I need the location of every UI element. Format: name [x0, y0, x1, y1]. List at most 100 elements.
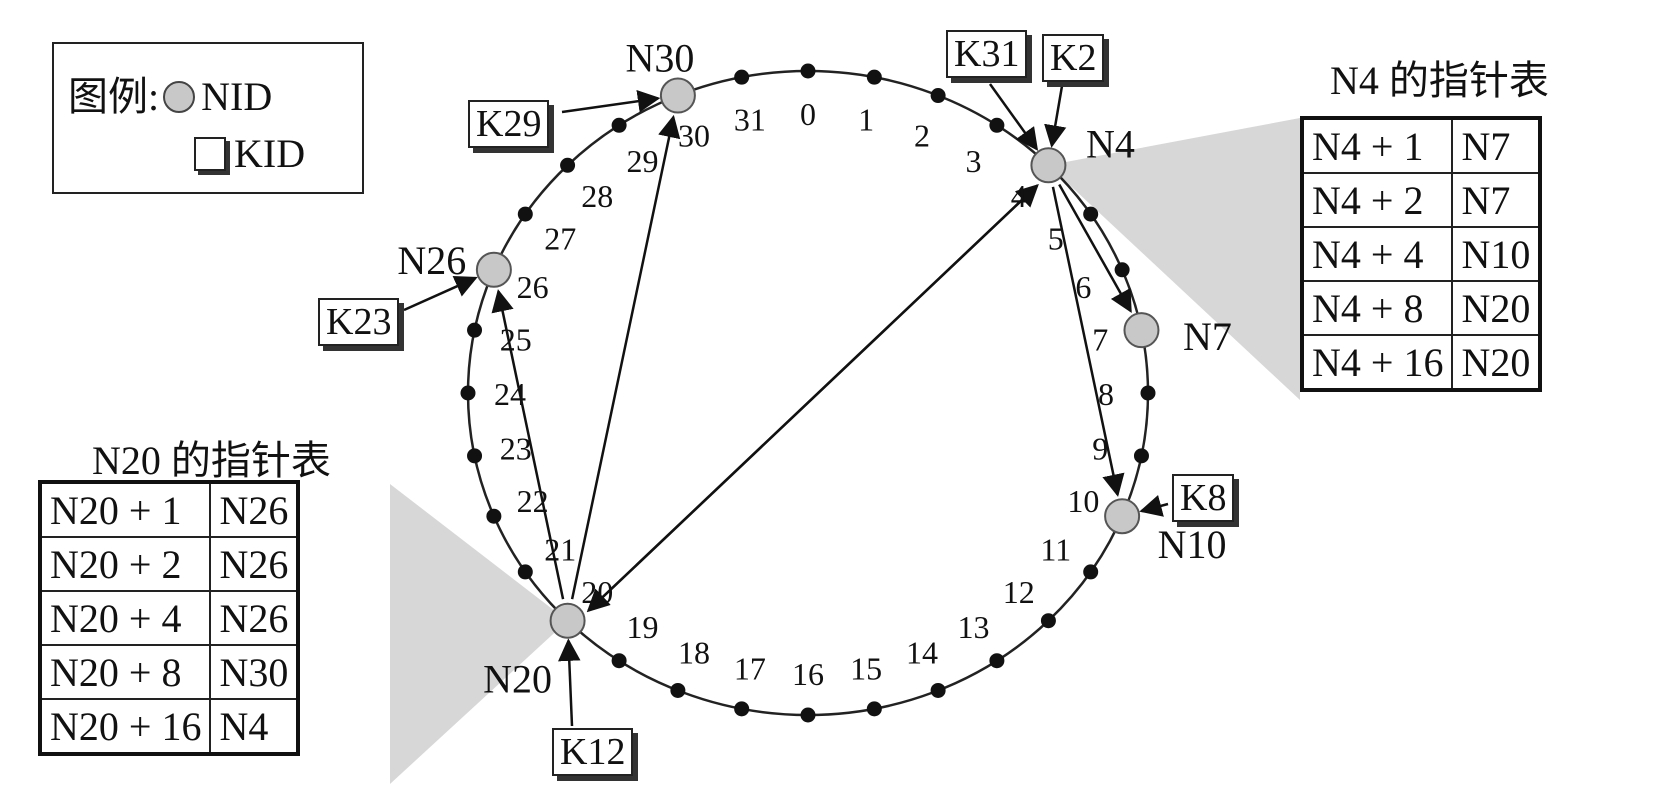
position-label-14: 14 — [906, 635, 938, 671]
position-label-4: 4 — [1011, 178, 1027, 214]
position-dot-22 — [486, 508, 502, 524]
ring-position-dots — [460, 63, 1156, 723]
position-label-15: 15 — [850, 651, 882, 687]
key-arrow-k8 — [1139, 494, 1169, 517]
position-label-10: 10 — [1067, 483, 1099, 519]
position-label-28: 28 — [581, 178, 613, 214]
position-label-5: 5 — [1048, 220, 1064, 256]
finger-arrow-n20-to-n26 — [491, 289, 565, 600]
key-legend-icon — [194, 137, 226, 171]
position-label-12: 12 — [1003, 574, 1035, 610]
finger-entry: N4 + 16 — [1300, 334, 1454, 391]
finger-successor: N26 — [209, 536, 300, 592]
finger-arrow-n20-to-n4 — [587, 183, 1039, 612]
position-dot-2 — [930, 88, 946, 104]
position-dot-27 — [517, 206, 533, 222]
key-arrows — [403, 83, 1169, 727]
node-n20 — [549, 602, 586, 639]
position-dot-11 — [1083, 564, 1099, 580]
position-label-2: 2 — [914, 117, 930, 153]
position-dot-3 — [989, 117, 1005, 133]
finger-successor: N4 — [209, 698, 300, 755]
finger-successor: N30 — [209, 644, 300, 700]
finger-table-shades — [390, 118, 1300, 784]
n4-table-shade — [1048, 118, 1300, 400]
position-label-26: 26 — [517, 269, 549, 305]
node-n30 — [659, 77, 696, 114]
finger-successor: N20 — [1451, 280, 1542, 336]
position-dot-17 — [734, 701, 750, 717]
key-box-k23: K23 — [318, 298, 400, 346]
position-dot-21 — [517, 564, 533, 580]
finger-successor: N7 — [1451, 117, 1542, 174]
key-box-k31: K31 — [946, 30, 1028, 78]
node-n7 — [1123, 312, 1160, 349]
position-dot-25 — [467, 322, 483, 338]
position-dot-18 — [670, 682, 686, 698]
node-n26 — [475, 251, 512, 288]
legend-node-label: NID — [201, 74, 273, 119]
n20-finger-table-title: N20 的指针表 — [92, 438, 331, 483]
legend-key-label: KID — [234, 131, 306, 176]
node-legend-icon — [163, 81, 196, 113]
position-label-16: 16 — [792, 656, 824, 692]
position-dot-9 — [1133, 448, 1149, 464]
position-dot-24 — [460, 385, 476, 401]
node-label-n20: N20 — [483, 657, 552, 702]
n4-finger-table-title: N4 的指针表 — [1330, 58, 1549, 103]
position-dot-15 — [866, 701, 882, 717]
finger-successor: N10 — [1451, 226, 1542, 282]
finger-successor: N26 — [209, 590, 300, 646]
legend-prefix: 图例: — [68, 74, 160, 119]
finger-successor: N7 — [1451, 172, 1542, 228]
position-label-11: 11 — [1040, 532, 1071, 568]
position-label-0: 0 — [800, 96, 816, 132]
finger-entry: N4 + 8 — [1300, 280, 1454, 336]
node-n4 — [1030, 147, 1067, 184]
position-label-27: 27 — [544, 220, 576, 256]
position-label-30: 30 — [678, 117, 710, 153]
position-dot-5 — [1083, 206, 1099, 222]
finger-successor: N20 — [1451, 334, 1542, 391]
finger-arrow-n20-to-n30 — [570, 114, 681, 600]
position-dot-13 — [989, 653, 1005, 669]
position-dot-31 — [734, 69, 750, 85]
position-label-29: 29 — [626, 143, 658, 179]
finger-arrow-n4-to-n10 — [1051, 186, 1125, 497]
node-label-n7: N7 — [1183, 314, 1232, 359]
finger-entry: N20 + 1 — [38, 481, 212, 538]
position-label-8: 8 — [1098, 376, 1114, 412]
position-label-9: 9 — [1092, 431, 1108, 467]
node-label-n4: N4 — [1086, 121, 1135, 166]
position-label-22: 22 — [517, 483, 549, 519]
position-label-17: 17 — [734, 651, 766, 687]
position-label-6: 6 — [1075, 269, 1091, 305]
position-dot-16 — [800, 707, 816, 723]
position-label-7: 7 — [1092, 321, 1108, 357]
position-dot-1 — [866, 69, 882, 85]
finger-entry: N4 + 4 — [1300, 226, 1454, 282]
key-arrow-k23 — [403, 275, 478, 312]
position-dot-6 — [1114, 262, 1130, 278]
n20-table-shade — [390, 484, 568, 784]
position-label-23: 23 — [500, 431, 532, 467]
position-label-19: 19 — [626, 609, 658, 645]
key-box-k29: K29 — [468, 100, 550, 148]
node-n10 — [1104, 498, 1141, 535]
finger-entry: N4 + 2 — [1300, 172, 1454, 228]
position-dot-8 — [1140, 385, 1156, 401]
position-dot-0 — [800, 63, 816, 79]
position-label-1: 1 — [858, 101, 874, 137]
